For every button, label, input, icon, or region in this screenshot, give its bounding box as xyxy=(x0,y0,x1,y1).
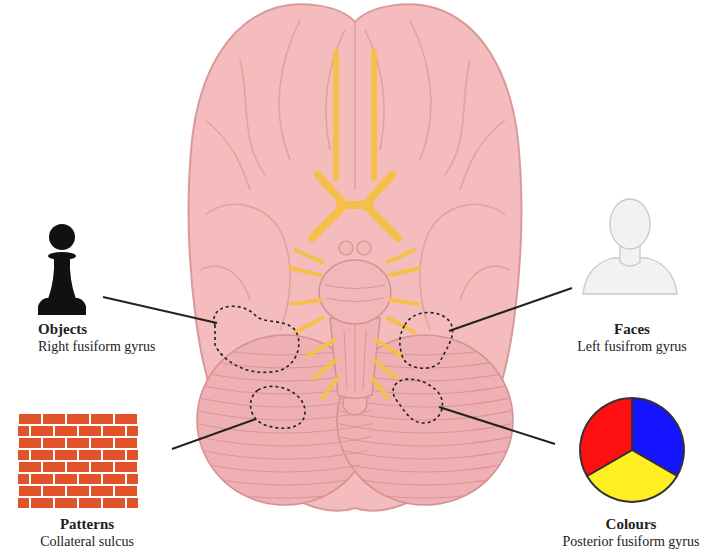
mammillary-body xyxy=(339,241,353,255)
region-title: Objects xyxy=(38,321,198,338)
pawn-base xyxy=(38,298,86,315)
region-name: Collateral sulcus xyxy=(10,533,164,550)
pawn-body xyxy=(48,258,76,299)
leader-lines xyxy=(103,288,572,449)
label-group: ObjectsRight fusiform gyrus xyxy=(38,321,198,355)
head-icon xyxy=(583,199,677,294)
objects-region xyxy=(214,306,299,372)
cranial-nerves xyxy=(290,52,420,398)
region-name: Right fusiform gyrus xyxy=(38,338,198,355)
patterns-region xyxy=(251,386,305,428)
olfactory-tract xyxy=(336,52,374,178)
pons-lines xyxy=(325,285,385,302)
pons xyxy=(319,260,391,324)
leader-line xyxy=(439,407,555,444)
colours-region xyxy=(393,379,442,423)
pawn-icon xyxy=(38,224,86,315)
cerebrum xyxy=(189,4,522,510)
head xyxy=(610,199,650,249)
region-title: Colours xyxy=(556,516,706,533)
colour-wheel-icon xyxy=(580,398,684,502)
mammillary-body xyxy=(357,241,371,255)
leader-line xyxy=(449,288,572,331)
region-title: Patterns xyxy=(10,516,164,533)
brick-wall-icon xyxy=(18,413,138,509)
leader-line xyxy=(172,419,256,449)
region-title: Faces xyxy=(558,321,706,338)
gyri xyxy=(200,20,510,330)
dashed-regions xyxy=(214,306,453,428)
label-group: PatternsCollateral sulcus xyxy=(10,516,164,550)
label-group: FacesLeft fusifrom gyrus xyxy=(558,321,706,355)
pawn-collar xyxy=(48,252,76,260)
nerve-roots xyxy=(290,250,420,398)
medulla xyxy=(330,318,380,399)
red-sector xyxy=(580,398,632,476)
faces-region xyxy=(400,313,453,369)
pawn-head xyxy=(49,224,75,250)
label-group: ColoursPosterior fusiform gyrus xyxy=(556,516,706,550)
region-name: Left fusifrom gyrus xyxy=(558,338,706,355)
region-name: Posterior fusiform gyrus xyxy=(556,533,706,550)
medulla-groove xyxy=(344,325,366,392)
optic-chiasm xyxy=(312,175,398,238)
leader-line xyxy=(103,297,217,323)
